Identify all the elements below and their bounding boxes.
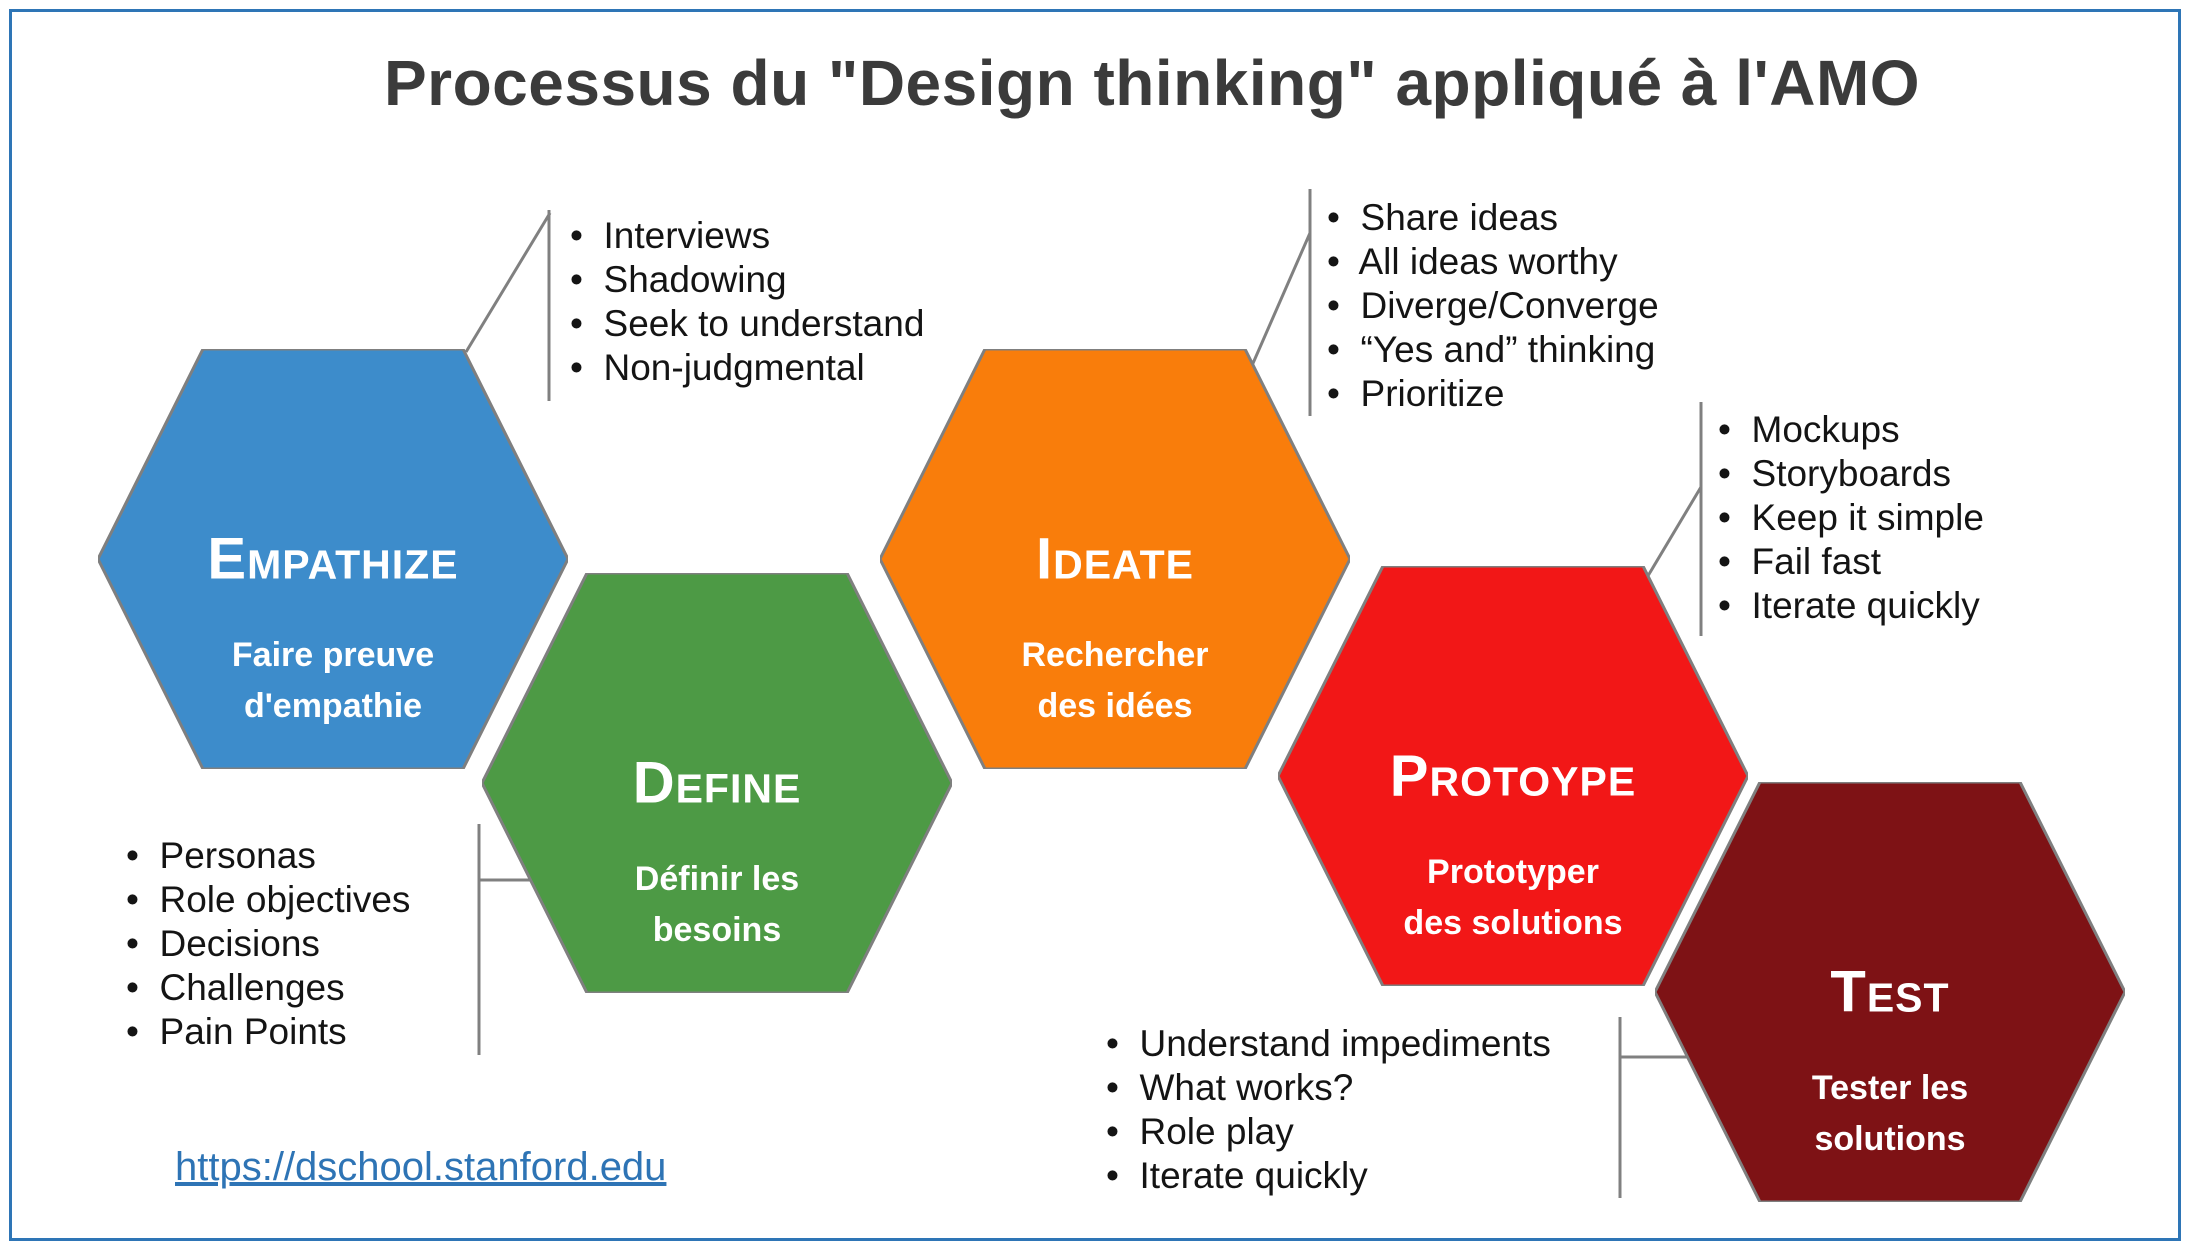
list-empathize: • Interviews• Shadowing• Seek to underst… (570, 214, 924, 390)
list-item: • Shadowing (570, 259, 787, 300)
page-title: Processus du "Design thinking" appliqué … (383, 47, 1921, 119)
list-item: • Keep it simple (1718, 497, 1984, 538)
list-item: • Iterate quickly (1718, 585, 1980, 626)
hexagon-label: Test (1830, 959, 1950, 1025)
list-item: • Fail fast (1718, 541, 1882, 582)
list-item: • Non-judgmental (570, 347, 865, 388)
list-item: • Diverge/Converge (1327, 285, 1659, 326)
hexagon-empathize: Empathize Faire preuve d'empathie (98, 349, 568, 769)
list-item: • Pain Points (126, 1011, 347, 1052)
list-item: • Interviews (570, 215, 771, 256)
list-test: • Understand impediments• What works?• R… (1106, 1022, 1551, 1198)
hexagon-subtitle: Prototyper des solutions (1403, 853, 1623, 943)
list-item: • “Yes and” thinking (1327, 329, 1656, 370)
hexagon-shape (482, 573, 952, 993)
hexagon-ideate: Ideate Rechercher des idées (880, 349, 1350, 769)
list-ideate: • Share ideas• All ideas worthy• Diverge… (1327, 196, 1659, 416)
list-item: • Mockups (1718, 409, 1900, 450)
hexagon-test: Test Tester les solutions (1655, 782, 2125, 1202)
list-item: • Understand impediments (1106, 1023, 1551, 1064)
hexagon-protoype: Protoype Prototyper des solutions (1278, 566, 1748, 986)
hexagon-subtitle: Rechercher des idées (1021, 636, 1209, 726)
hexagon-label: Define (632, 750, 802, 816)
list-item: • Share ideas (1327, 197, 1558, 238)
list-item: • Role objectives (126, 879, 411, 920)
hexagon-label: Protoype (1389, 743, 1637, 809)
list-item: • Decisions (126, 923, 320, 964)
list-prototype: • Mockups• Storyboards• Keep it simple• … (1718, 408, 1984, 628)
list-item: • Challenges (126, 967, 345, 1008)
hexagon-shape (1278, 566, 1748, 986)
hexagon-label: Empathize (207, 526, 459, 592)
list-item: • All ideas worthy (1327, 241, 1618, 282)
list-item: • What works? (1106, 1067, 1354, 1108)
hexagon-subtitle: Faire preuve d'empathie (231, 636, 435, 726)
list-define: • Personas• Role objectives• Decisions• … (126, 834, 410, 1054)
hexagon-subtitle: Définir les besoins (634, 860, 800, 950)
connector-empathize-diagonal (464, 212, 552, 353)
hexagon-shape (880, 349, 1350, 769)
list-item: • Iterate quickly (1106, 1155, 1368, 1196)
list-item: • Storyboards (1718, 453, 1952, 494)
hexagon-subtitle: Tester les solutions (1811, 1069, 1969, 1159)
list-item: • Role play (1106, 1111, 1294, 1152)
list-item: • Personas (126, 835, 316, 876)
slide-border (9, 9, 2181, 1241)
list-item: • Seek to understand (570, 303, 925, 344)
list-item: • Prioritize (1327, 373, 1505, 414)
dschool-stanford-link[interactable]: https://dschool.stanford.edu (175, 1145, 667, 1189)
hexagon-define: Define Définir les besoins (482, 573, 952, 993)
hexagon-shape (98, 349, 568, 769)
hexagon-label: Ideate (1035, 526, 1195, 592)
hexagon-shape (1655, 782, 2125, 1202)
